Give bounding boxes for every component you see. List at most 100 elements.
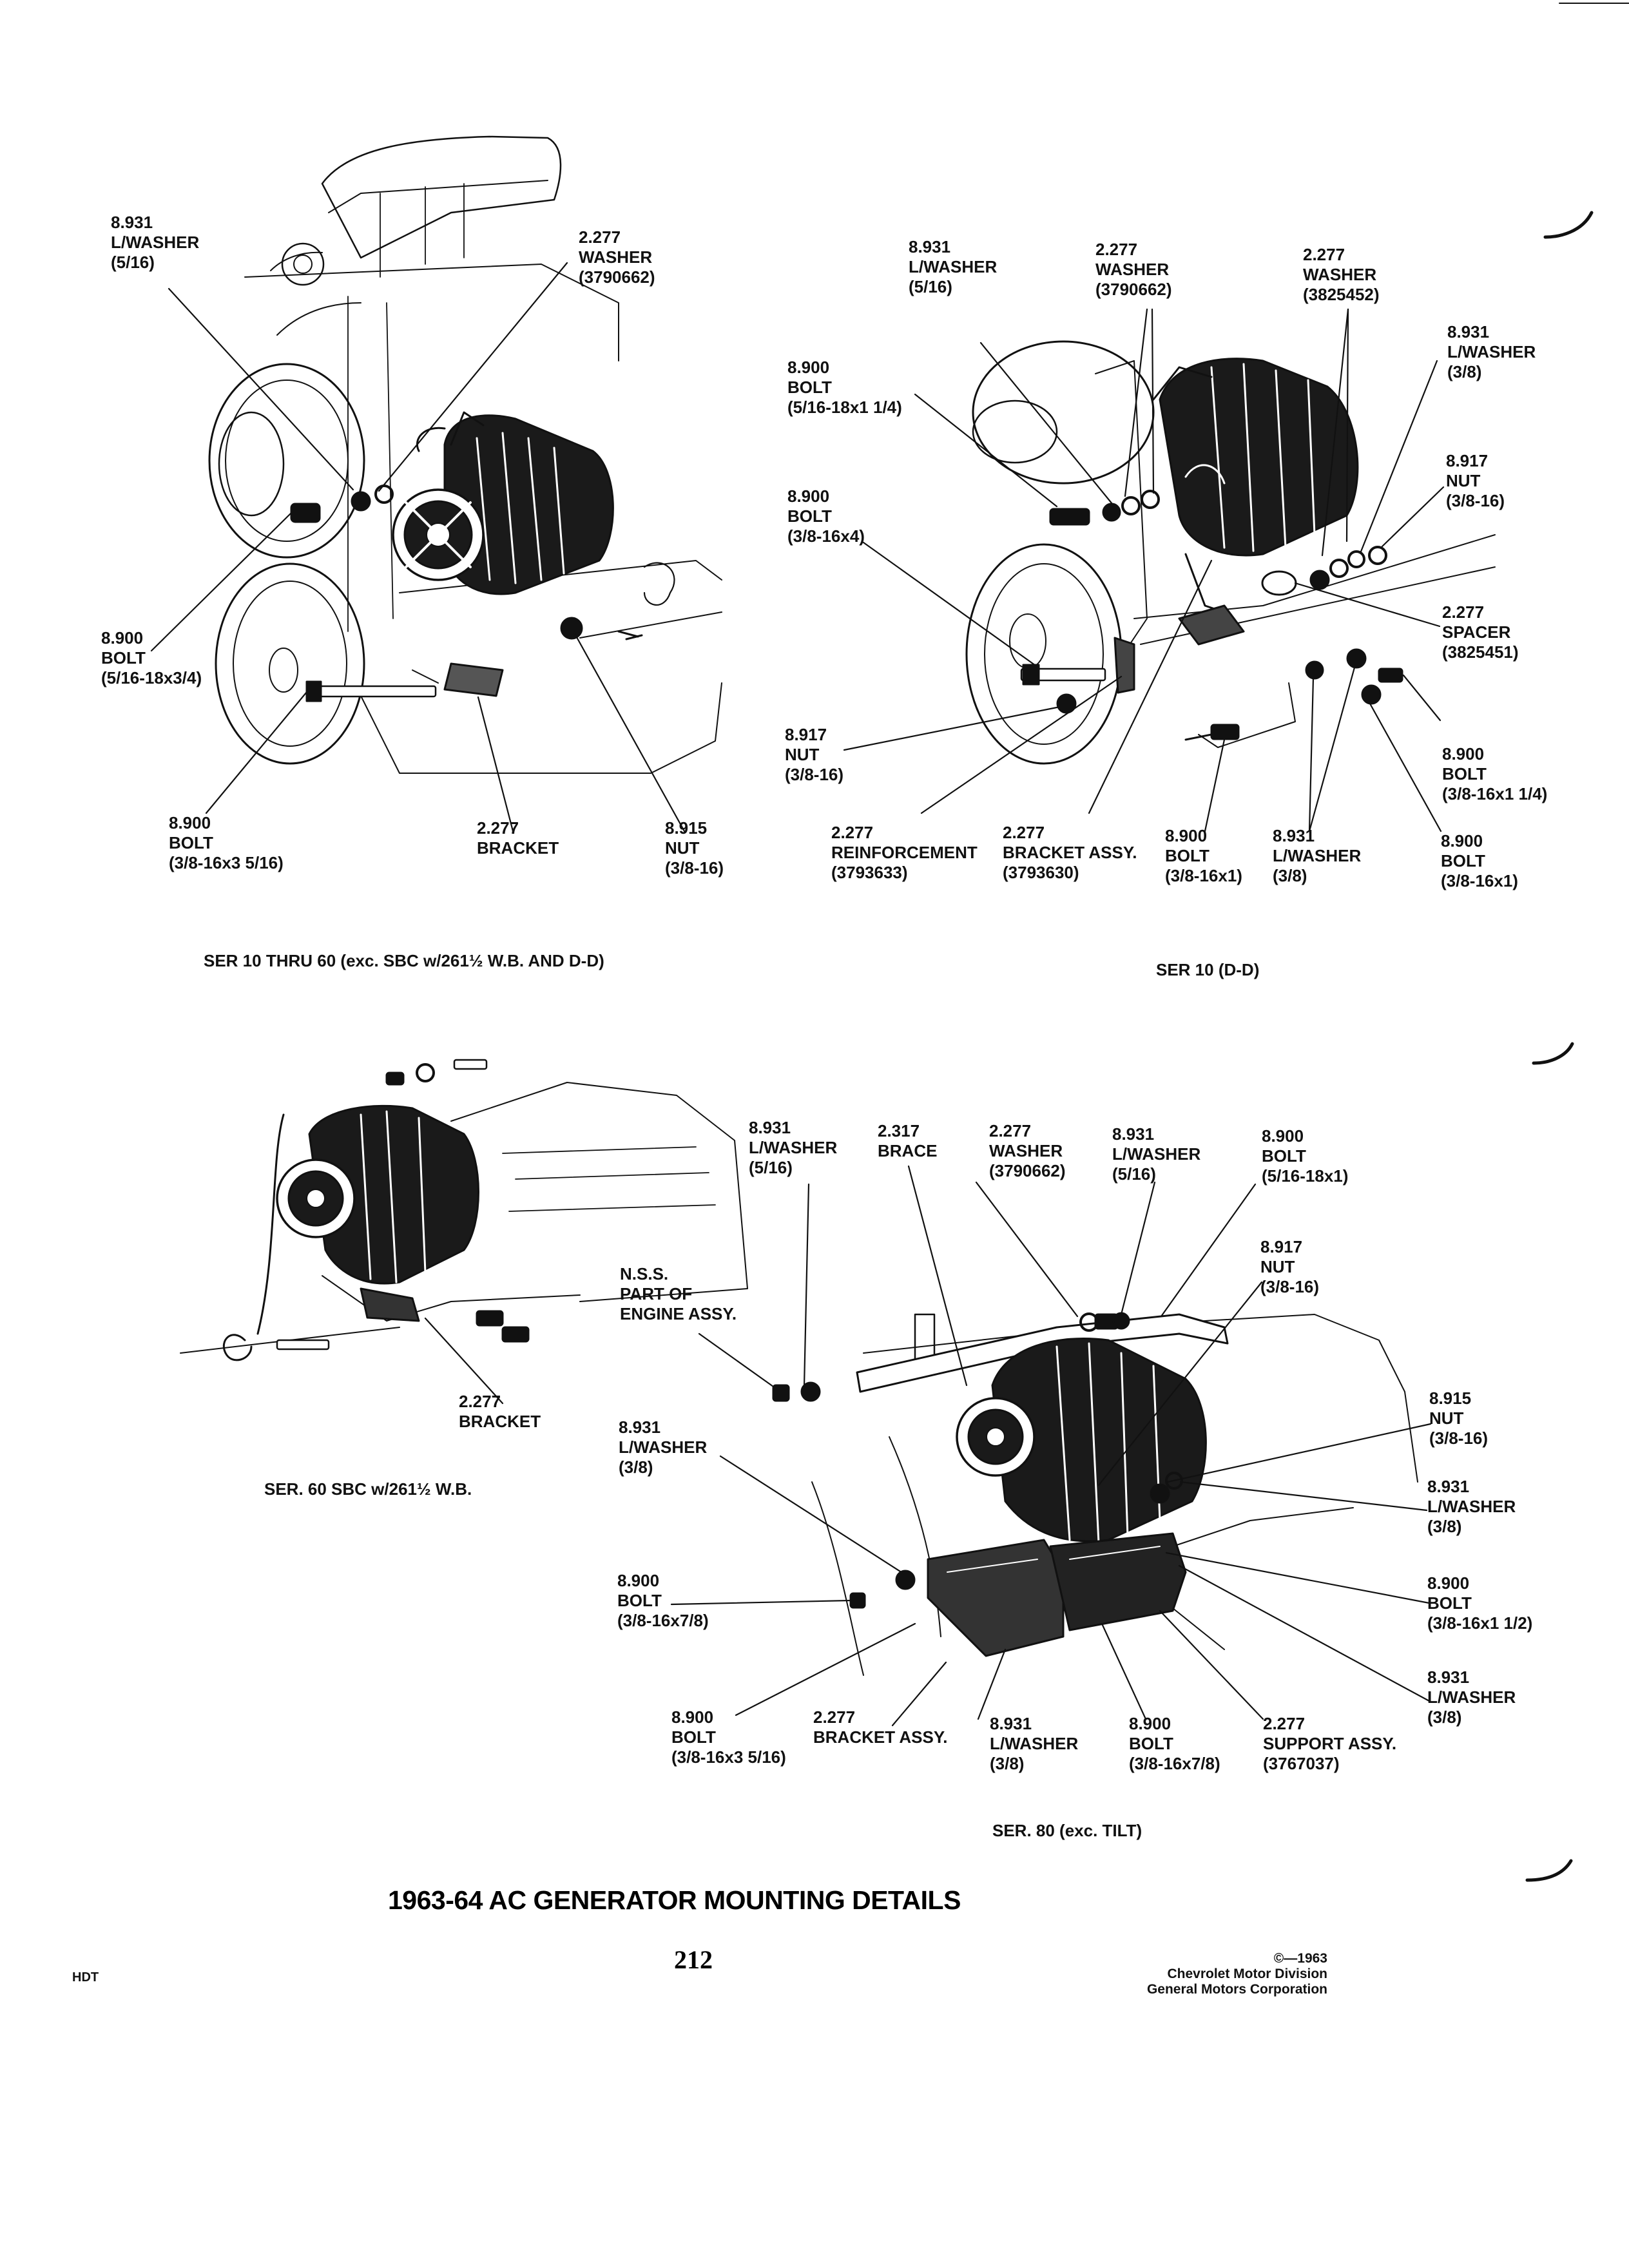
callout-tr-lock-washer-a: 8.931 L/WASHER (5/16) [909,237,997,297]
callout-bl-bracket: 2.277 BRACKET [459,1392,541,1432]
part-name: BRACKET [477,838,559,858]
part-size: (3825451) [1442,642,1519,662]
part-size: (3/8-16) [1260,1277,1320,1296]
part-name: L/WASHER [1273,846,1362,865]
part-name: L/WASHER [1427,1687,1516,1707]
callout-tl-washer: 2.277 WASHER (3790662) [579,227,655,287]
part-number: 8.915 [1429,1389,1472,1408]
part-number: 8.917 [1446,451,1489,470]
callout-br-lock-washer-a: 8.931 L/WASHER (5/16) [749,1118,837,1178]
part-size: (3/8-16x4) [787,526,865,546]
callout-br-support-assy: 2.277 SUPPORT ASSY. (3767037) [1263,1714,1396,1774]
part-size: (3/8-16x7/8) [1129,1754,1220,1773]
part-number: N.S.S. [620,1264,669,1283]
leader-lines-bottom-left [424,1317,504,1405]
part-size: (3/8) [1427,1517,1462,1536]
part-name: BOLT [1165,846,1210,865]
part-number: 8.900 [1165,826,1208,845]
part-size: (3793630) [1003,863,1079,882]
part-number: 8.931 [749,1118,791,1137]
callout-br-nss: N.S.S. PART OF ENGINE ASSY. [620,1264,737,1324]
callout-tr-bolt-c: 8.900 BOLT (3/8-16x1 1/4) [1442,744,1547,804]
copyright-line: Chevrolet Motor Division [1167,1966,1327,1981]
caption-top-left: SER 10 THRU 60 (exc. SBC w/261½ W.B. AND… [204,951,604,970]
part-size: (3790662) [579,267,655,287]
callout-tr-bolt-d: 8.900 BOLT (3/8-16x1) [1165,826,1242,886]
page-number: 212 [674,1945,713,1974]
part-size: (3790662) [989,1161,1066,1180]
part-number: 8.931 [990,1714,1032,1733]
callout-tr-bolt-a: 8.900 BOLT (5/16-18x1 1/4) [787,358,902,418]
callout-tr-nut-a: 8.917 NUT (3/8-16) [1446,451,1505,511]
part-name: BOLT [101,648,146,668]
part-number: 2.317 [878,1121,920,1140]
copyright-line: ©—1963 [1273,1951,1327,1966]
copyright-block: ©—1963 Chevrolet Motor Division General … [1095,1951,1327,1997]
part-note: ENGINE ASSY. [620,1304,737,1323]
callout-br-bolt-c: 8.900 BOLT (3/8-16x1 1/2) [1427,1573,1532,1633]
callout-tl-nut: 8.915 NUT (3/8-16) [665,818,724,878]
part-size: (3/8-16x1 1/4) [1442,784,1548,803]
alternator-bottom-left [276,1059,530,1350]
part-name: L/WASHER [619,1437,708,1457]
part-size: (5/16) [909,277,952,296]
part-name: L/WASHER [1447,342,1536,361]
part-name: L/WASHER [111,233,200,252]
part-number: 8.900 [787,358,830,377]
part-name: L/WASHER [1112,1144,1201,1164]
part-size: (3790662) [1095,280,1172,299]
support-bracket-bottom-right [849,1312,1187,1657]
callout-br-lock-washer-b: 8.931 L/WASHER (5/16) [1112,1124,1200,1184]
part-number: 8.900 [1441,831,1483,850]
part-name: BRACKET ASSY. [1003,843,1137,862]
hardware-top-left [290,485,643,702]
part-name: NUT [1446,471,1481,490]
part-name: BOLT [1427,1593,1472,1613]
part-name: BOLT [1262,1146,1306,1166]
callout-tr-bracket-assy: 2.277 BRACKET ASSY. (3793630) [1003,823,1137,883]
part-number: 8.931 [909,237,951,256]
callout-br-nut-b: 8.915 NUT (3/8-16) [1429,1389,1488,1448]
part-number: 2.277 [579,227,621,247]
part-size: (3825452) [1303,285,1380,304]
part-size: (5/16) [1112,1164,1156,1184]
part-size: (3/8) [619,1457,653,1477]
part-number: 8.917 [1260,1237,1303,1256]
part-size: (5/16-18x1 1/4) [787,398,902,417]
part-name: PART OF [620,1284,693,1303]
part-name: WASHER [579,247,653,267]
part-number: 8.900 [101,628,144,648]
part-number: 8.900 [1129,1714,1171,1733]
callout-br-bolt-b: 8.900 BOLT (3/8-16x7/8) [617,1571,709,1631]
part-name: SUPPORT ASSY. [1263,1734,1397,1753]
caption-bottom-right: SER. 80 (exc. TILT) [992,1821,1142,1840]
callout-br-bolt-e: 8.900 BOLT (3/8-16x7/8) [1129,1714,1220,1774]
part-size: (3/8-16) [1429,1428,1489,1448]
callout-br-bolt-a: 8.900 BOLT (5/16-18x1) [1262,1126,1348,1186]
part-number: 8.900 [1427,1573,1470,1593]
part-size: (5/16) [749,1158,793,1177]
part-name: NUT [1429,1408,1464,1428]
part-size: (3/8-16) [785,765,844,784]
part-size: (3/8) [1427,1707,1462,1727]
leader-lines-bottom-right [670,1165,1432,1727]
part-number: 2.277 [1442,602,1485,622]
part-number: 2.277 [1263,1714,1306,1733]
part-name: WASHER [1303,265,1377,284]
part-name: L/WASHER [749,1138,838,1157]
part-size: (3/8) [1447,362,1482,381]
part-number: 2.277 [1303,245,1345,264]
part-number: 8.900 [671,1707,714,1727]
part-number: 8.931 [1112,1124,1155,1144]
part-name: WASHER [1095,260,1170,279]
part-name: NUT [1260,1257,1295,1276]
part-number: 8.931 [1427,1667,1470,1687]
part-name: REINFORCEMENT [831,843,978,862]
part-name: BOLT [169,833,213,852]
part-number: 8.900 [787,486,830,506]
caption-top-right: SER 10 (D-D) [1156,960,1260,979]
part-number: 2.277 [1003,823,1045,842]
part-name: L/WASHER [1427,1497,1516,1516]
callout-tl-bracket: 2.277 BRACKET [477,818,559,858]
